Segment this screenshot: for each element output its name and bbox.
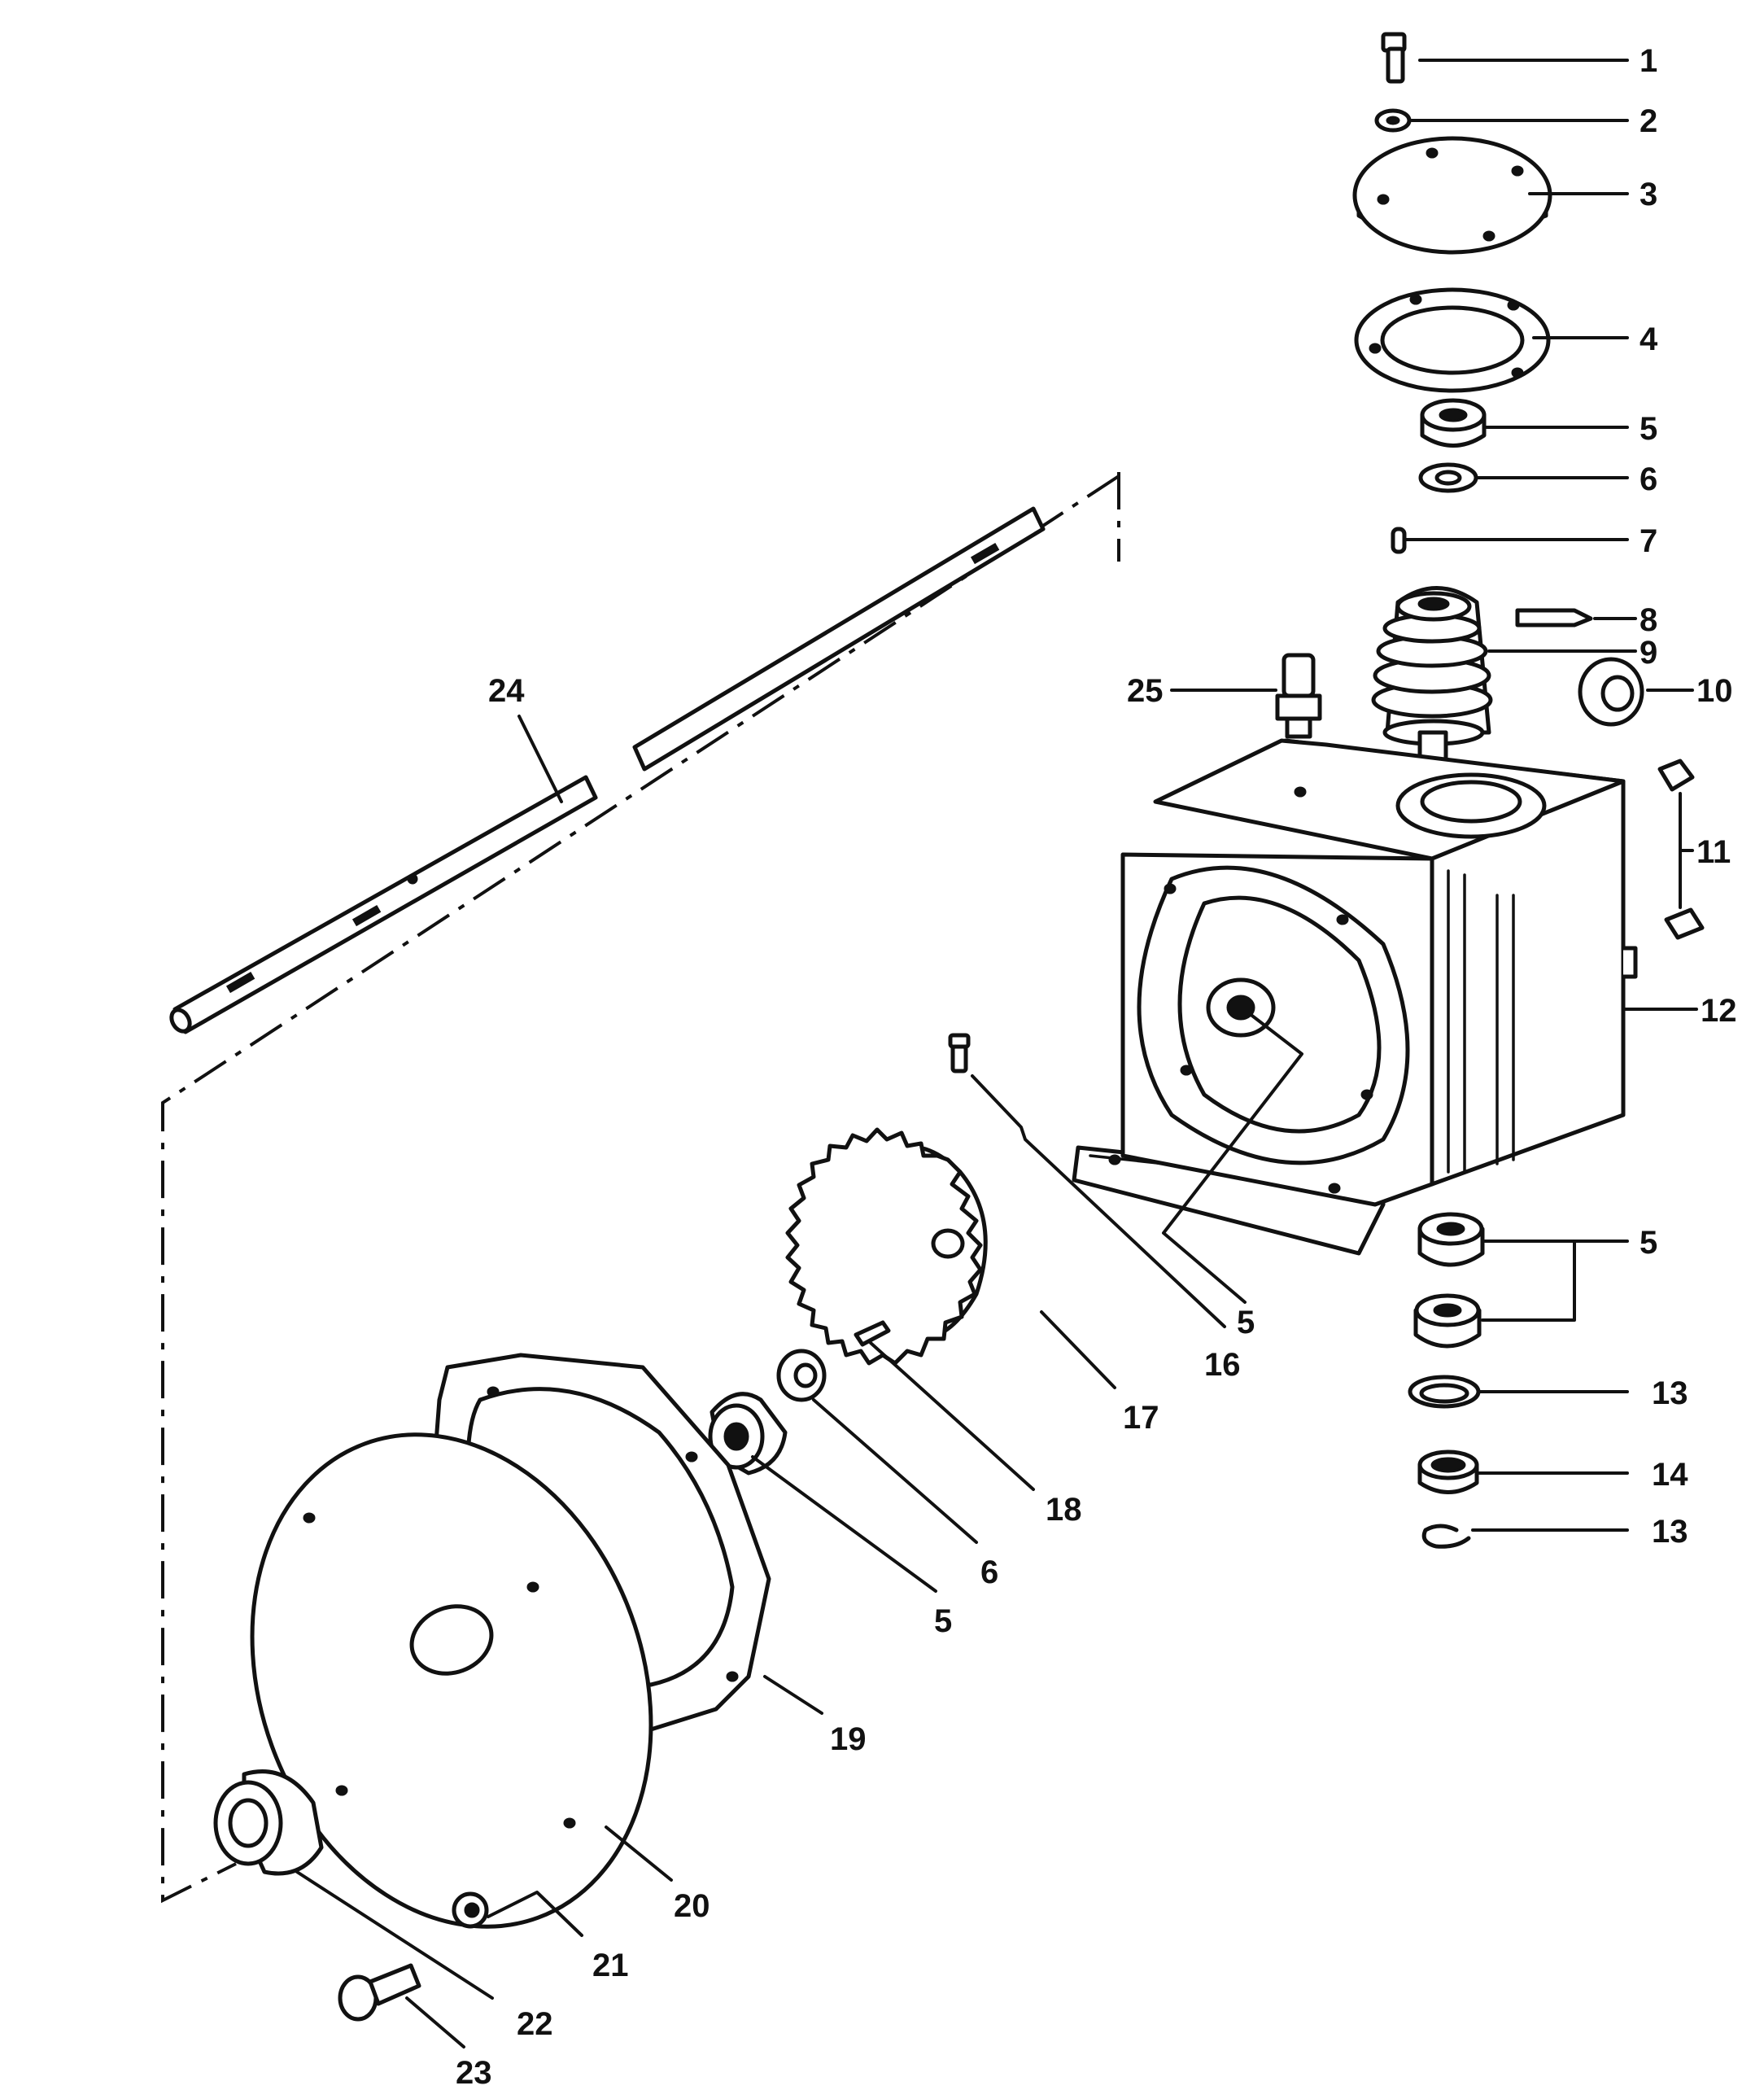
part-4-gasket <box>1354 287 1629 393</box>
part-5-housing-leader <box>1162 1012 1303 1304</box>
part-8-pin <box>1515 608 1637 627</box>
callout-6-lower: 6 <box>980 1554 998 1590</box>
callout-7: 7 <box>1640 523 1657 559</box>
callout-13-lower: 13 <box>1652 1514 1688 1550</box>
callout-4: 4 <box>1640 321 1658 357</box>
part-25-breather <box>1170 653 1322 739</box>
part-5-bearing-top <box>1420 398 1629 448</box>
part-12-housing <box>1072 738 1698 1256</box>
callout-16: 16 <box>1204 1347 1241 1383</box>
callout-19: 19 <box>830 1721 867 1757</box>
part-6-washer-top <box>1418 462 1629 493</box>
part-13-retaining-ring-upper <box>1408 1375 1629 1409</box>
part-5-bearing-pair <box>1413 1212 1629 1349</box>
callout-8: 8 <box>1640 602 1657 638</box>
callout-13-upper: 13 <box>1652 1375 1688 1411</box>
part-23-bolt <box>338 1963 465 2048</box>
callout-22: 22 <box>517 2006 553 2042</box>
part-2-washer <box>1374 108 1629 133</box>
callout-2: 2 <box>1640 103 1657 139</box>
part-21-nut <box>452 1891 583 1937</box>
callout-3: 3 <box>1640 177 1657 212</box>
part-14-collar <box>1417 1449 1629 1494</box>
callout-23: 23 <box>456 2055 492 2090</box>
callout-14: 14 <box>1652 1457 1688 1493</box>
part-16-set-screw <box>948 1033 1226 1328</box>
callout-25: 25 <box>1127 673 1164 709</box>
callout-18: 18 <box>1046 1492 1082 1528</box>
part-13-retaining-ring-lower <box>1421 1524 1629 1549</box>
part-3-cover-cap <box>1352 136 1629 255</box>
part-1-bolt <box>1381 32 1629 84</box>
part-6-washer-lower <box>776 1349 978 1544</box>
callout-9: 9 <box>1640 635 1657 671</box>
part-9-worm-shaft <box>1371 586 1637 812</box>
callout-21: 21 <box>592 1948 629 1983</box>
part-5-bearing-lower <box>708 1392 937 1593</box>
part-24-shaft <box>169 506 1046 1034</box>
callout-20: 20 <box>674 1888 710 1924</box>
part-11-plugs <box>1657 759 1705 940</box>
callout-5-lower: 5 <box>934 1603 952 1639</box>
callout-17: 17 <box>1123 1400 1159 1436</box>
callout-5-top: 5 <box>1640 411 1657 447</box>
callout-11: 11 <box>1696 834 1731 870</box>
part-7-key <box>1391 527 1629 554</box>
callout-12: 12 <box>1701 993 1737 1029</box>
callout-5-housing: 5 <box>1237 1305 1255 1340</box>
callout-5-right: 5 <box>1640 1225 1657 1261</box>
callout-1: 1 <box>1640 43 1657 79</box>
callout-24: 24 <box>488 673 525 709</box>
part-10-bearing <box>1578 657 1694 727</box>
callout-6-top: 6 <box>1640 461 1657 497</box>
callout-10: 10 <box>1696 673 1733 709</box>
part-18-key <box>854 1320 1035 1491</box>
part-17-worm-gear <box>785 1127 1116 1389</box>
part-22-collar <box>213 1769 494 2000</box>
part-20-end-cover <box>250 1432 673 1929</box>
center-line-output-shaft <box>161 474 1120 1904</box>
